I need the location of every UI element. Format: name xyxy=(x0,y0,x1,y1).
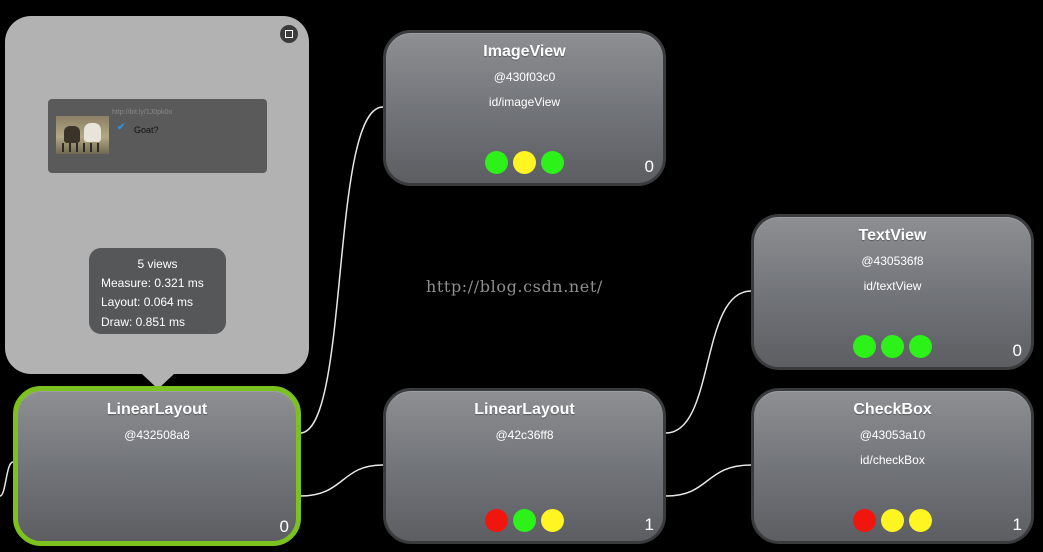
render-stats-tooltip: 5 views Measure: 0.321 ms Layout: 0.064 … xyxy=(89,248,226,334)
node-resource-id: id/checkBox xyxy=(860,453,925,467)
connector-line xyxy=(665,464,752,497)
stats-layout: Layout: 0.064 ms xyxy=(101,295,194,309)
status-dot-red xyxy=(853,509,876,532)
node-linearlayout-root[interactable]: LinearLayout @432508a8 0 xyxy=(13,386,301,546)
preview-pointer xyxy=(142,374,174,389)
node-linearlayout-child[interactable]: LinearLayout @42c36ff8 1 xyxy=(383,388,666,544)
connector-line xyxy=(299,106,384,434)
performance-indicators xyxy=(386,509,663,532)
status-dot-yellow xyxy=(909,509,932,532)
node-checkbox[interactable]: CheckBox @43053a10 id/checkBox 1 xyxy=(751,388,1034,544)
node-hash: @430536f8 xyxy=(861,254,924,268)
status-dot-green xyxy=(909,335,932,358)
status-dot-yellow xyxy=(881,509,904,532)
status-dot-yellow xyxy=(541,509,564,532)
screen-thumbnail: http://bit.ly/1J0pk0o ✔ Goat? xyxy=(48,99,267,173)
connector-line xyxy=(665,290,752,434)
status-dot-green xyxy=(881,335,904,358)
status-dot-red xyxy=(485,509,508,532)
node-child-count: 0 xyxy=(644,157,654,176)
goat-image xyxy=(56,116,109,154)
watermark: http://blog.csdn.net/ xyxy=(426,277,603,296)
node-imageview[interactable]: ImageView @430f03c0 id/imageView 0 xyxy=(383,30,666,186)
status-dot-green xyxy=(541,151,564,174)
status-dot-green xyxy=(513,509,536,532)
node-title: LinearLayout xyxy=(474,401,575,418)
connector-line xyxy=(0,461,14,497)
node-hash: @432508a8 xyxy=(124,428,190,442)
node-hash: @42c36ff8 xyxy=(495,428,554,442)
checkmark-icon: ✔ xyxy=(117,122,126,133)
status-dot-green xyxy=(853,335,876,358)
node-hash: @430f03c0 xyxy=(493,70,556,84)
node-textview[interactable]: TextView @430536f8 id/textView 0 xyxy=(751,214,1034,370)
node-resource-id: id/imageView xyxy=(488,95,561,109)
stats-measure: Measure: 0.321 ms xyxy=(101,276,204,290)
node-child-count: 0 xyxy=(1012,341,1022,360)
performance-indicators xyxy=(754,509,1031,532)
stats-views: 5 views xyxy=(137,257,178,271)
node-resource-id: id/textView xyxy=(863,279,922,293)
status-dot-yellow xyxy=(513,151,536,174)
layout-preview-panel: http://bit.ly/1J0pk0o ✔ Goat? 5 views Me… xyxy=(5,16,309,374)
performance-indicators xyxy=(754,335,1031,358)
thumbnail-url: http://bit.ly/1J0pk0o xyxy=(112,109,173,116)
node-hash: @43053a10 xyxy=(859,428,926,442)
performance-indicators xyxy=(386,151,663,174)
toggle-preview-button[interactable] xyxy=(280,25,298,43)
status-dot-green xyxy=(485,151,508,174)
thumbnail-checkbox-label: Goat? xyxy=(134,125,159,135)
node-child-count: 1 xyxy=(644,515,654,534)
node-title: ImageView xyxy=(483,43,566,60)
node-child-count: 1 xyxy=(1012,515,1022,534)
connector-line xyxy=(299,464,384,497)
stats-draw: Draw: 0.851 ms xyxy=(101,315,186,329)
node-title: TextView xyxy=(858,227,927,244)
node-child-count: 0 xyxy=(279,517,289,536)
node-title: LinearLayout xyxy=(106,401,208,418)
node-title: CheckBox xyxy=(853,401,932,418)
